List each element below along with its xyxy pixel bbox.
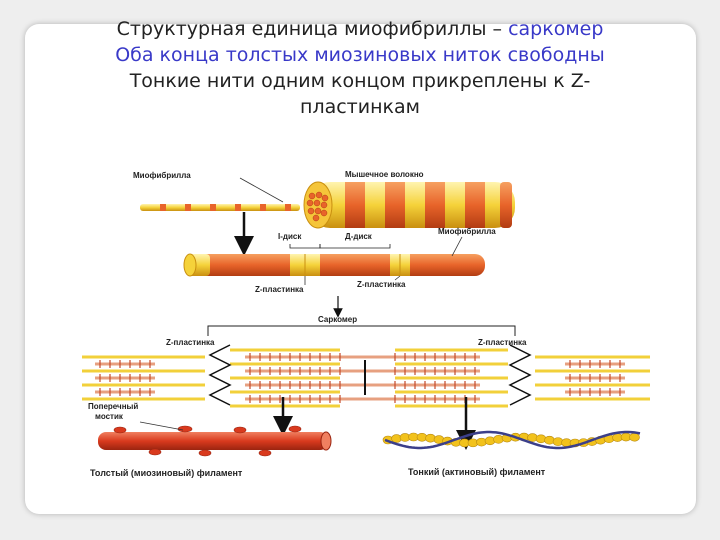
- label-muscle-fiber: Мышечное волокно: [345, 170, 424, 179]
- title-line-1: Структурная единица миофибриллы – сарком…: [0, 16, 720, 42]
- title-accent-word: саркомер: [508, 18, 604, 40]
- label-z-plate-bottom-right: Z-пластинка: [478, 338, 527, 347]
- sarcomere-detail: [82, 344, 650, 408]
- myofibril-enlarged: [183, 253, 485, 277]
- label-z-plate-bottom-left: Z-пластинка: [166, 338, 215, 347]
- label-myofibril-right: Миофибрилла: [438, 227, 496, 236]
- title-line-4: пластинкам: [300, 96, 420, 118]
- label-thin-filament: Тонкий (актиновый) филамент: [408, 467, 546, 477]
- thin-filament: [382, 430, 641, 450]
- slide-title: Структурная единица миофибриллы – сарком…: [0, 16, 720, 120]
- title-line-3: Тонкие нити одним концом прикреплены к Z…: [129, 70, 591, 92]
- actin-bead: [629, 432, 640, 442]
- label-z-plate-right: Z-пластинка: [357, 280, 406, 289]
- label-i-disk: I-диск: [278, 232, 302, 241]
- tropomyosin-strand: [384, 430, 641, 450]
- title-line-1-text: Структурная единица миофибриллы –: [116, 18, 509, 40]
- label-a-disk: Д-диск: [345, 232, 373, 241]
- label-thick-filament: Толстый (миозиновый) филамент: [90, 468, 243, 478]
- label-myofibril-top: Миофибрилла: [133, 171, 191, 180]
- label-z-plate-left: Z-пластинка: [255, 285, 304, 294]
- thick-filament: [98, 425, 332, 457]
- title-line-2: Оба конца толстых миозиновых ниток свобо…: [115, 44, 605, 66]
- myofibril-strand: [140, 204, 300, 211]
- label-sarcomere: Саркомер: [318, 315, 357, 324]
- muscle-fiber: [303, 181, 515, 229]
